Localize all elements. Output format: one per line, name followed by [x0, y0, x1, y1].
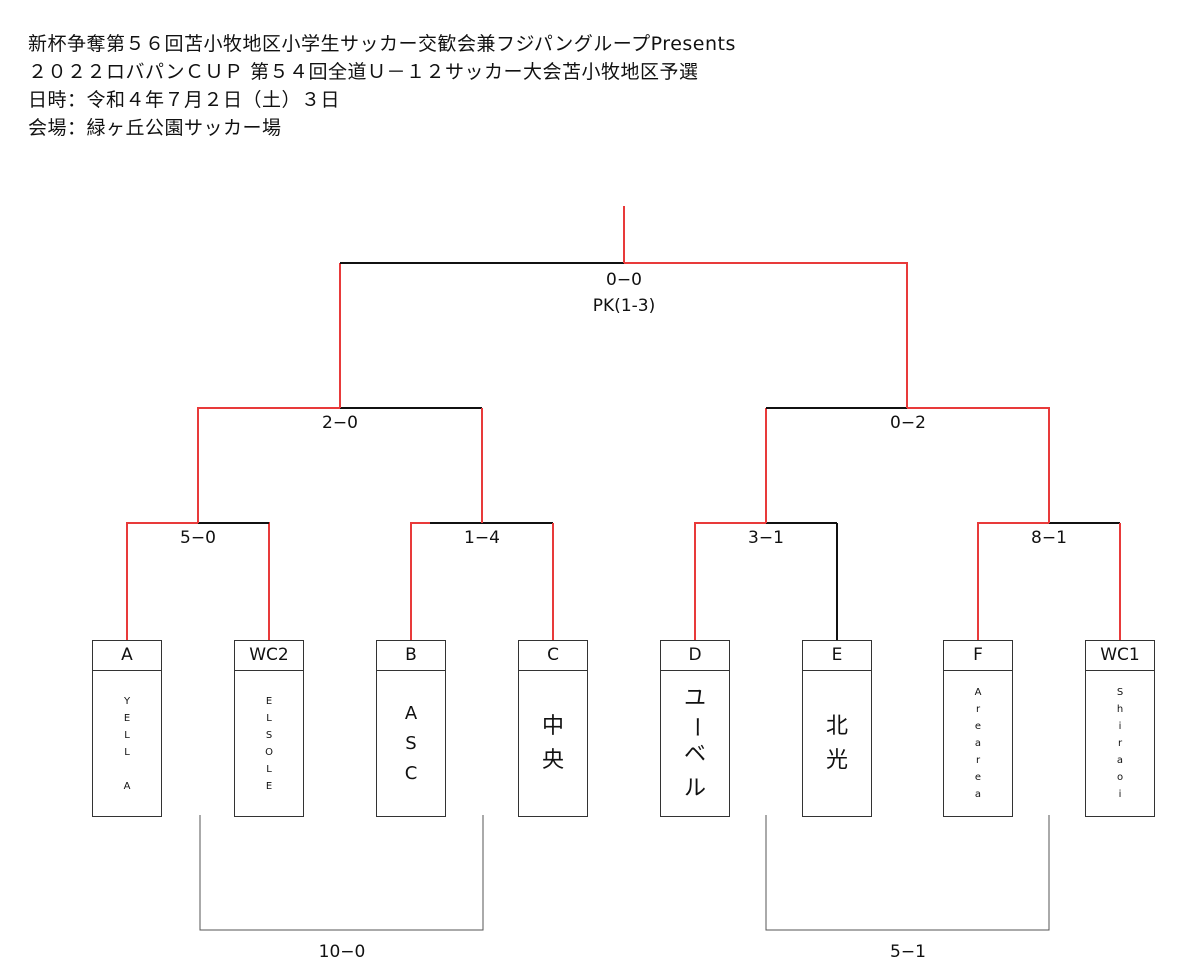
name-char: i: [1118, 789, 1122, 800]
match-f-wc1: [977, 522, 1121, 640]
name-char: r: [975, 704, 981, 715]
team-box-f: F A r e a r e a: [943, 640, 1013, 817]
semifinal-left: [197, 407, 483, 523]
team-name-b: A S C: [377, 671, 445, 816]
team-code: C: [519, 641, 587, 671]
team-name-d: ユ ー ベ ル: [661, 671, 729, 816]
event-date: 日時：令和４年７月２日（土）３日: [28, 89, 341, 111]
score-semifinal-right: 0−2: [890, 413, 926, 433]
name-char: a: [1116, 755, 1124, 766]
team-box-wc1: WC1 S h i r a o i: [1085, 640, 1155, 817]
name-char: A: [123, 780, 131, 792]
consolation-left: [199, 815, 484, 931]
name-char: E: [123, 712, 131, 724]
score-consolation-right: 5−1: [890, 942, 926, 962]
name-char: A: [974, 687, 982, 698]
name-char: [125, 761, 128, 778]
name-char: r: [1117, 738, 1123, 749]
name-char: i: [1118, 721, 1122, 732]
score-final-pk: PK(1-3): [592, 296, 656, 316]
score-a-wc2: 5−0: [180, 528, 216, 548]
score-final: 0−0: [606, 270, 642, 290]
name-char: S: [265, 729, 273, 741]
bracket-line-a: [126, 522, 198, 640]
team-code: A: [93, 641, 161, 671]
bracket-line-f: [977, 522, 1049, 640]
name-char: ー: [683, 715, 708, 738]
match-a-wc2: [126, 522, 270, 640]
name-char: o: [1116, 772, 1124, 783]
team-name-a: Y E L L A: [93, 671, 161, 816]
name-char: a: [974, 789, 982, 800]
team-code: D: [661, 641, 729, 671]
name-char: O: [265, 746, 273, 758]
name-char: S: [1116, 687, 1124, 698]
score-consolation-left: 10−0: [318, 942, 366, 962]
name-char: 中: [541, 713, 564, 739]
match-d-e: [694, 522, 838, 640]
semi-left-red: [197, 407, 340, 523]
name-char: e: [974, 721, 982, 732]
name-char: ユ: [683, 685, 706, 711]
page-header: 新杯争奪第５６回苫小牧地区小学生サッカー交歓会兼フジパングループPresents…: [28, 30, 736, 142]
name-char: h: [1116, 704, 1124, 715]
team-box-wc2: WC2 E L S O L E: [234, 640, 304, 817]
name-char: A: [404, 702, 418, 724]
name-char: E: [265, 780, 273, 792]
final-match: [339, 206, 908, 408]
team-code: B: [377, 641, 445, 671]
name-char: 北: [825, 713, 848, 739]
name-char: S: [405, 732, 417, 754]
team-name-e: 北 光: [803, 671, 871, 816]
bracket-line-b-red: [410, 522, 430, 640]
name-char: Y: [123, 695, 131, 707]
title-line-2: ２０２２ロバパンＣＵＰ 第５４回全道Ｕ－１２サッカー大会苫小牧地区予選: [28, 61, 699, 83]
score-f-wc1: 8−1: [1031, 528, 1067, 548]
name-char: L: [266, 712, 272, 724]
team-box-c: C 中 央: [518, 640, 588, 817]
name-char: r: [975, 755, 981, 766]
name-char: E: [265, 695, 273, 707]
final-right-red: [624, 262, 908, 408]
name-char: L: [266, 763, 272, 775]
name-char: 光: [825, 747, 848, 773]
team-box-a: A Y E L L A: [92, 640, 162, 817]
team-box-b: B A S C: [376, 640, 446, 817]
team-code: F: [944, 641, 1012, 671]
team-name-wc2: E L S O L E: [235, 671, 303, 816]
name-char: ベ: [683, 741, 706, 767]
team-code: WC2: [235, 641, 303, 671]
bracket-line-d: [694, 522, 766, 640]
name-char: C: [404, 762, 418, 784]
name-char: 央: [541, 747, 564, 773]
team-name-f: A r e a r e a: [944, 671, 1012, 816]
team-box-d: D ユ ー ベ ル: [660, 640, 730, 817]
score-semifinal-left: 2−0: [322, 413, 358, 433]
team-name-c: 中 央: [519, 671, 587, 816]
name-char: L: [124, 729, 130, 741]
semi-right-red: [907, 407, 1050, 523]
score-b-c: 1−4: [464, 528, 500, 548]
semifinal-right: [765, 407, 1050, 523]
name-char: e: [974, 772, 982, 783]
consolation-right: [765, 815, 1050, 931]
team-code: E: [803, 641, 871, 671]
team-box-e: E 北 光: [802, 640, 872, 817]
event-venue: 会場：緑ヶ丘公園サッカー場: [28, 117, 282, 139]
name-char: L: [124, 746, 130, 758]
score-d-e: 3−1: [748, 528, 784, 548]
team-code: WC1: [1086, 641, 1154, 671]
title-line-1: 新杯争奪第５６回苫小牧地区小学生サッカー交歓会兼フジパングループPresents: [28, 33, 736, 55]
name-char: ル: [683, 775, 706, 801]
team-name-wc1: S h i r a o i: [1086, 671, 1154, 816]
name-char: a: [974, 738, 982, 749]
